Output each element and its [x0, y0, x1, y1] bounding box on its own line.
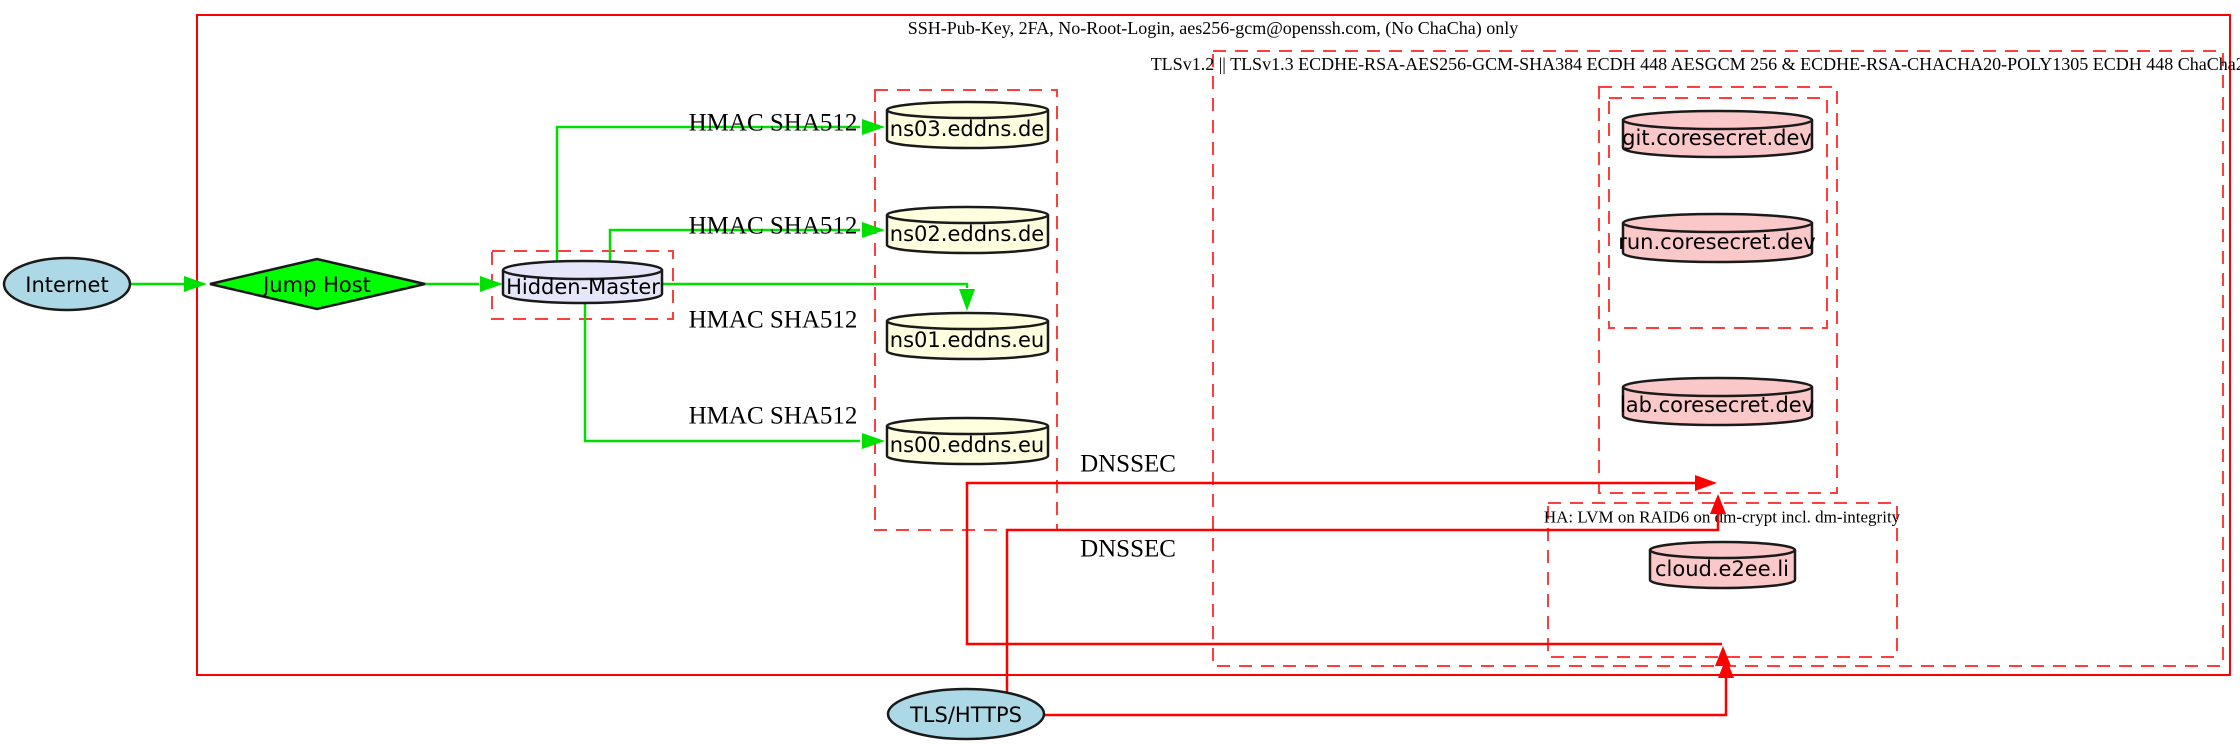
- internet-ellipse: [2, 256, 132, 312]
- edge-label-hmac-ns02: HMAC SHA512: [689, 213, 858, 240]
- red-edges: [965, 481, 1728, 717]
- red-arrowheads: [1695, 475, 1734, 678]
- ns03-cylinder-lid: [885, 109, 1050, 120]
- cluster-git-run: [1608, 97, 1828, 329]
- git-label: git.coresecret.dev: [1622, 126, 1812, 150]
- node-ns01: ns01.eddns.eu: [885, 311, 1050, 361]
- arrowhead-ns00: [862, 433, 885, 449]
- edge-hiddenmaster-ns03: [555, 125, 860, 261]
- edge-label-hmac-ns00: HMAC SHA512: [689, 403, 858, 430]
- cluster-web-column-box: [1598, 86, 1838, 494]
- node-cloud: cloud.e2ee.li: [1648, 540, 1797, 590]
- hidden-master-cylinder-lid: [501, 269, 664, 281]
- edge-tls-ha: [1045, 677, 1728, 717]
- node-lab: lab.coresecret.dev: [1620, 376, 1814, 427]
- cloud-cylinder: [1648, 540, 1797, 590]
- cluster-ha-label: HA: LVM on RAID6 on dm-crypt incl. dm-in…: [1544, 508, 1901, 527]
- ns01-cylinder: [885, 311, 1050, 361]
- jump-host-diamond: [209, 257, 426, 311]
- edge-labels: HMAC SHA512 HMAC SHA512 HMAC SHA512 HMAC…: [689, 110, 1176, 563]
- jump-host-label: Jump Host: [261, 273, 371, 297]
- edge-label-dnssec-2: DNSSEC: [1080, 536, 1176, 563]
- internet-label: Internet: [25, 273, 108, 297]
- arrowhead-ns02: [862, 222, 885, 238]
- arrowhead-dnssec-right: [1695, 475, 1717, 491]
- cluster-ha-box: [1547, 502, 1898, 658]
- arrowhead-ns03: [862, 119, 885, 135]
- edge-dnssec-2: [1005, 513, 1720, 693]
- cloud-label: cloud.e2ee.li: [1655, 557, 1789, 581]
- cluster-ssh-label: SSH-Pub-Key, 2FA, No-Root-Login, aes256-…: [908, 18, 1519, 39]
- green-arrowheads: [184, 119, 975, 449]
- node-tls-https: TLS/HTTPS: [886, 687, 1046, 741]
- lab-label: lab.coresecret.dev: [1620, 393, 1814, 417]
- edge-label-hmac-ns01: HMAC SHA512: [689, 307, 858, 334]
- tls-https-label: TLS/HTTPS: [909, 703, 1022, 727]
- edge-label-dnssec-1: DNSSEC: [1080, 451, 1176, 478]
- node-ns03: ns03.eddns.de: [885, 100, 1050, 150]
- ns00-cylinder: [885, 416, 1050, 466]
- git-cylinder-lid: [1621, 119, 1814, 131]
- ns00-label: ns00.eddns.eu: [890, 433, 1044, 457]
- lab-cylinder-lid: [1621, 386, 1814, 398]
- cloud-cylinder-lid: [1648, 549, 1797, 560]
- cluster-web-column: [1598, 86, 1838, 494]
- cluster-ssh: SSH-Pub-Key, 2FA, No-Root-Login, aes256-…: [196, 14, 2231, 676]
- run-cylinder-lid: [1621, 222, 1814, 234]
- ns01-label: ns01.eddns.eu: [890, 328, 1044, 352]
- ns00-cylinder-lid: [885, 425, 1050, 436]
- run-cylinder: [1621, 212, 1814, 264]
- ns03-cylinder: [885, 100, 1050, 150]
- arrowhead-hiddenmaster: [480, 276, 503, 292]
- cluster-tls: TLSv1.2 || TLSv1.3 ECDHE-RSA-AES256-GCM-…: [1151, 50, 2240, 667]
- node-hidden-master: Hidden-Master: [501, 259, 664, 305]
- git-cylinder: [1621, 109, 1814, 159]
- edge-hiddenmaster-ns00: [583, 303, 860, 443]
- ns02-cylinder: [885, 205, 1050, 255]
- hidden-master-cylinder: [501, 259, 664, 305]
- node-ns00: ns00.eddns.eu: [885, 416, 1050, 466]
- node-ns02: ns02.eddns.de: [885, 205, 1050, 255]
- cluster-ha: HA: LVM on RAID6 on dm-crypt incl. dm-in…: [1544, 502, 1901, 658]
- cluster-ssh-box: [196, 14, 2231, 676]
- green-edges: [130, 125, 969, 443]
- tls-https-ellipse: [886, 687, 1046, 741]
- run-label: run.coresecret.dev: [1618, 230, 1816, 254]
- cluster-git-run-box: [1608, 97, 1828, 329]
- ns02-cylinder-lid: [885, 214, 1050, 225]
- edge-hiddenmaster-ns02: [608, 228, 860, 261]
- ns02-label: ns02.eddns.de: [890, 222, 1044, 246]
- node-git: git.coresecret.dev: [1621, 109, 1814, 159]
- node-internet: Internet: [2, 256, 132, 312]
- edge-dnssec-1: [965, 481, 1722, 646]
- cluster-tls-label: TLSv1.2 || TLSv1.3 ECDHE-RSA-AES256-GCM-…: [1151, 54, 2240, 74]
- node-run: run.coresecret.dev: [1618, 212, 1816, 264]
- edge-label-hmac-ns03: HMAC SHA512: [689, 110, 858, 137]
- lab-cylinder: [1621, 376, 1814, 427]
- arrowhead-ha-cluster: [1718, 658, 1734, 678]
- edge-hiddenmaster-ns01: [662, 282, 969, 288]
- hidden-master-label: Hidden-Master: [506, 275, 660, 299]
- arrowhead-ns01: [959, 289, 975, 311]
- ns03-label: ns03.eddns.de: [890, 117, 1044, 141]
- arrowhead-column-cluster: [1710, 494, 1726, 514]
- node-jump-host: Jump Host: [209, 257, 426, 311]
- ns01-cylinder-lid: [885, 320, 1050, 331]
- arrowhead-jumphost: [184, 276, 207, 292]
